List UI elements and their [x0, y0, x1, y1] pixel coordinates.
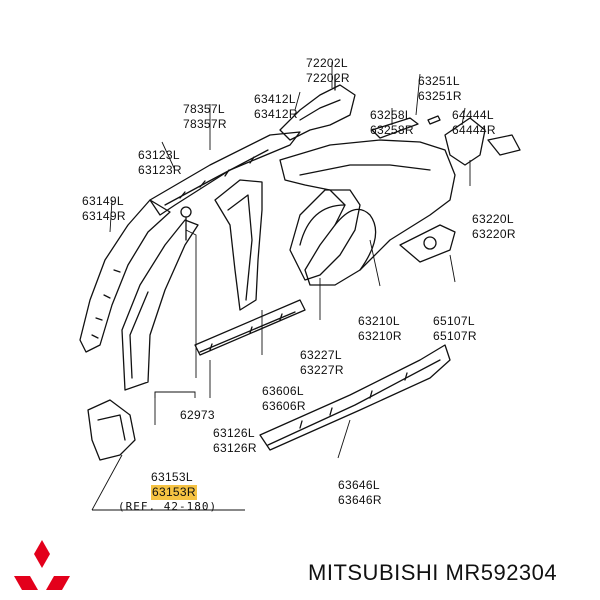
- quarter-panel-part: [279, 139, 456, 286]
- center-pillar-part: [121, 219, 199, 391]
- reference-note: (REF. 42-180): [118, 500, 218, 513]
- small-bracket-part: [371, 117, 419, 139]
- front-pillar-part: [79, 199, 171, 353]
- mitsubishi-logo-icon: [14, 540, 70, 590]
- rocker-outer-part: [259, 344, 451, 451]
- upper-bracket-part: [279, 84, 356, 141]
- brand-part-number: MITSUBISHI MR592304: [308, 560, 558, 585]
- lower-extension-part: [87, 399, 136, 461]
- fuel-lid-part: [399, 224, 456, 263]
- b-pillar-part: [214, 179, 263, 311]
- wheelhouse-part: [289, 189, 361, 281]
- rocker-inner-part: [194, 299, 306, 356]
- corner-bracket-part: [444, 117, 486, 166]
- highlighted-part-number: 63153R: [151, 485, 197, 500]
- part-label-62973: 62973: [180, 408, 215, 422]
- roof-rail-part: [149, 131, 301, 216]
